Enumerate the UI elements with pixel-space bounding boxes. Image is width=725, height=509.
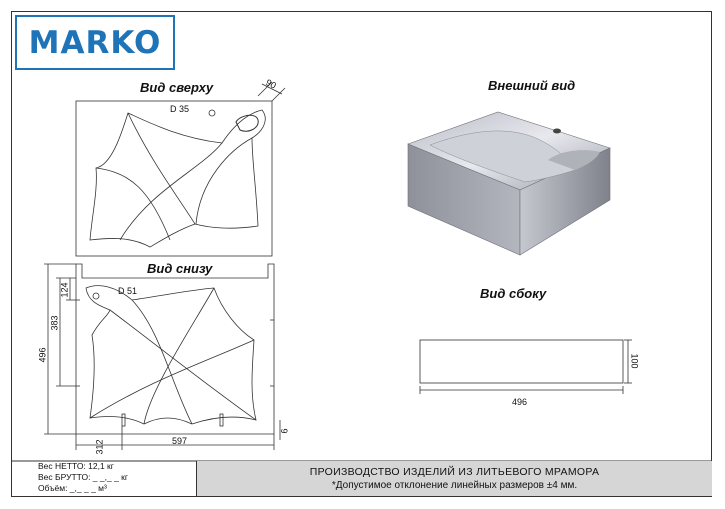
bottom-view-title: Вид снизу bbox=[147, 261, 213, 276]
tolerance-note: *Допустимое отклонение линейных размеров… bbox=[331, 480, 578, 491]
volume: Объём: _,_ _ _ м³ bbox=[38, 483, 107, 493]
top-view-title: Вид сверху bbox=[140, 80, 214, 95]
dim-124-label: 124 bbox=[59, 282, 70, 298]
drawing-frame bbox=[11, 11, 712, 497]
side-view-title: Вид сбоку bbox=[480, 286, 547, 301]
side-view-drawing bbox=[419, 339, 632, 394]
dim-6-label: 6 bbox=[279, 428, 290, 434]
weight-gross: Вес БРУТТО: _ _,_ _ кг bbox=[38, 472, 128, 482]
bottom-view-drawing bbox=[44, 263, 281, 450]
production-note: ПРОИЗВОДСТВО ИЗДЕЛИЙ ИЗ ЛИТЬЕВОГО МРАМОР… bbox=[309, 466, 600, 478]
footer-specs: Вес НЕТТО: 12,1 кг Вес БРУТТО: _ _,_ _ к… bbox=[12, 461, 196, 496]
dim-side-width-label: 496 bbox=[512, 397, 528, 407]
dim-383-label: 383 bbox=[49, 315, 60, 331]
dim-597-label: 597 bbox=[172, 436, 188, 446]
footer-notes: ПРОИЗВОДСТВО ИЗДЕЛИЙ ИЗ ЛИТЬЕВОГО МРАМОР… bbox=[196, 461, 712, 496]
weight-net: Вес НЕТТО: 12,1 кг bbox=[38, 461, 114, 471]
dim-496-left-label: 496 bbox=[37, 347, 48, 363]
sink-3d-render bbox=[407, 111, 611, 256]
dim-312-label: 312 bbox=[94, 439, 105, 455]
dim-hole-top-label: D 35 bbox=[170, 104, 190, 114]
external-view-title: Внешний вид bbox=[488, 78, 576, 93]
top-view-drawing bbox=[75, 81, 286, 257]
marko-logo: MARKO bbox=[15, 15, 175, 70]
dim-side-height-label: 100 bbox=[629, 353, 640, 369]
logo-text: MARKO bbox=[28, 24, 162, 61]
dim-hole-bottom-label: D 51 bbox=[118, 286, 138, 296]
